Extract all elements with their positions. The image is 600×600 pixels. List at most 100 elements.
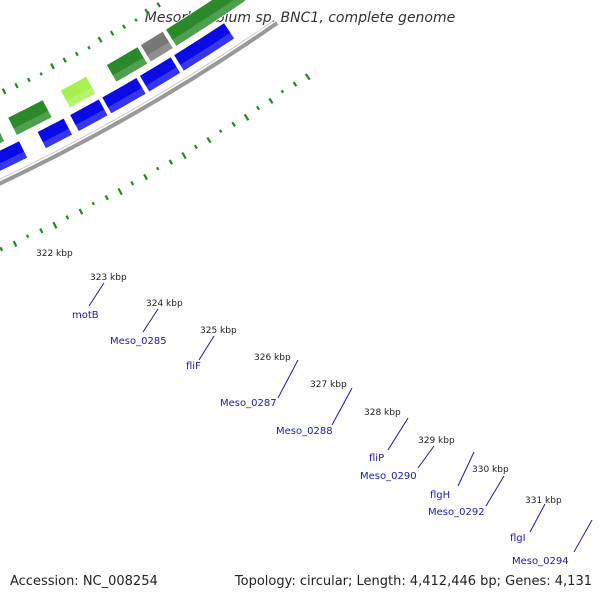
gc-content-dash bbox=[280, 89, 285, 94]
leader-line-flgI bbox=[529, 503, 546, 533]
forward-strand-track bbox=[0, 22, 236, 172]
gc-skew-dash bbox=[122, 24, 127, 29]
topology-text: Topology: circular; Length: 4,412,446 bp… bbox=[234, 574, 592, 589]
forward-gene-11 bbox=[173, 22, 236, 72]
gc-skew-dash bbox=[1, 88, 7, 95]
gc-content-dash bbox=[91, 201, 95, 206]
gc-skew-dash bbox=[62, 57, 67, 63]
forward-gene-7-shade bbox=[42, 128, 73, 149]
reverse-gene-7-shade bbox=[172, 0, 246, 47]
tick-label: 329 kbp bbox=[418, 436, 455, 446]
gc-skew-dash bbox=[26, 77, 31, 83]
forward-gene-6 bbox=[0, 140, 29, 172]
gc-content-dash bbox=[243, 113, 250, 121]
gene-label-flgI[interactable]: flgI bbox=[510, 533, 526, 544]
gc-skew-dash bbox=[87, 45, 91, 50]
gc-content-dash bbox=[117, 188, 123, 196]
gene-label-Meso_0294[interactable]: Meso_0294 bbox=[512, 556, 569, 567]
gc-content-dash bbox=[0, 246, 4, 252]
leader-line-Meso_0294 bbox=[573, 519, 593, 553]
gc-content-dash bbox=[292, 81, 298, 87]
reverse-gene-4-shade bbox=[66, 87, 96, 109]
leader-line-Meso_0290 bbox=[417, 445, 435, 469]
gc-content-dash bbox=[104, 194, 109, 201]
forward-gene-9-shade bbox=[107, 87, 147, 114]
gc-skew-dash bbox=[74, 51, 79, 57]
gc-skew-dash bbox=[109, 30, 115, 36]
tick-label: 324 kbp bbox=[146, 299, 183, 309]
tick-label: 331 kbp bbox=[525, 496, 562, 506]
gc-content-dash bbox=[52, 221, 58, 229]
tick-label: 323 kbp bbox=[90, 273, 127, 283]
reverse-gene-2-shade bbox=[0, 134, 5, 144]
gc-content-dash bbox=[193, 144, 198, 150]
gc-skew-dash bbox=[50, 63, 55, 70]
forward-gene-10-shade bbox=[145, 66, 181, 93]
forward-gene-8 bbox=[69, 98, 109, 133]
forward-gene-11-shade bbox=[179, 32, 235, 72]
reverse-gene-3-shade bbox=[13, 110, 53, 136]
gc-skew-dash bbox=[39, 72, 43, 76]
leader-line-Meso_0287 bbox=[277, 359, 299, 399]
gc-content-dash bbox=[168, 159, 174, 165]
gc-content-dash bbox=[26, 234, 30, 239]
gc-content-dash bbox=[12, 240, 18, 248]
reverse-gene-6 bbox=[139, 30, 174, 63]
gene-label-motB[interactable]: motB bbox=[72, 310, 99, 321]
tick-label: 327 kbp bbox=[310, 380, 347, 390]
reverse-gene-5 bbox=[105, 46, 149, 83]
reverse-gene-6-shade bbox=[146, 41, 174, 63]
leader-line-motB bbox=[88, 282, 105, 307]
forward-gene-6-shade bbox=[0, 151, 28, 172]
gc-content-dash bbox=[181, 152, 187, 160]
tick-label: 322 kbp bbox=[36, 249, 73, 259]
gc-content-dash bbox=[231, 121, 236, 127]
gene-label-fliP[interactable]: fliP bbox=[369, 453, 384, 464]
tick-label: 326 kbp bbox=[254, 353, 291, 363]
backbone-track bbox=[0, 19, 279, 186]
gene-label-Meso_0287[interactable]: Meso_0287 bbox=[220, 398, 277, 409]
gc-skew-dash bbox=[144, 8, 150, 15]
gene-label-Meso_0292[interactable]: Meso_0292 bbox=[428, 507, 485, 518]
gene-label-fliF[interactable]: fliF bbox=[186, 361, 201, 372]
gc-skew-inner-track bbox=[1, 0, 172, 95]
gc-content-dash bbox=[130, 180, 135, 186]
reverse-gene-5-shade bbox=[112, 57, 148, 83]
tick-label: 330 kbp bbox=[472, 465, 509, 475]
gc-content-dash bbox=[78, 208, 84, 215]
gc-content-outer-track bbox=[0, 73, 311, 252]
gc-content-dash bbox=[155, 166, 160, 171]
reverse-strand-track bbox=[0, 0, 247, 145]
forward-gene-7 bbox=[36, 117, 74, 150]
leader-line-Meso_0285 bbox=[142, 308, 159, 333]
gc-skew-dash bbox=[97, 36, 103, 43]
gene-label-flgH[interactable]: flgH bbox=[430, 490, 450, 501]
backbone-line bbox=[0, 21, 279, 186]
gc-content-dash bbox=[39, 228, 44, 234]
reverse-gene-4 bbox=[59, 75, 97, 109]
gc-content-dash bbox=[268, 97, 274, 105]
reverse-gene-3 bbox=[7, 99, 53, 136]
leader-line-fliP bbox=[387, 417, 409, 451]
gc-content-dash bbox=[65, 215, 70, 220]
leader-line-fliF bbox=[198, 335, 215, 361]
gc-skew-dash bbox=[14, 82, 19, 89]
backbone-inner-line bbox=[0, 19, 276, 180]
tick-label: 328 kbp bbox=[364, 408, 401, 418]
gc-content-dash bbox=[304, 73, 311, 81]
gene-label-Meso_0290[interactable]: Meso_0290 bbox=[360, 471, 417, 482]
leader-line-Meso_0292 bbox=[485, 475, 505, 507]
gene-leader-lines bbox=[88, 282, 593, 553]
gc-skew-dash bbox=[156, 2, 161, 8]
leader-line-flgH bbox=[457, 451, 475, 487]
accession-text: Accession: NC_008254 bbox=[10, 574, 158, 589]
forward-gene-9 bbox=[101, 76, 147, 115]
gc-content-dash bbox=[218, 129, 223, 134]
reverse-gene-2 bbox=[0, 130, 6, 145]
gene-label-Meso_0288[interactable]: Meso_0288 bbox=[276, 426, 333, 437]
gene-label-Meso_0285[interactable]: Meso_0285 bbox=[110, 336, 167, 347]
gc-content-dash bbox=[143, 173, 149, 181]
gc-skew-dash bbox=[134, 18, 138, 22]
forward-gene-8-shade bbox=[75, 109, 109, 132]
